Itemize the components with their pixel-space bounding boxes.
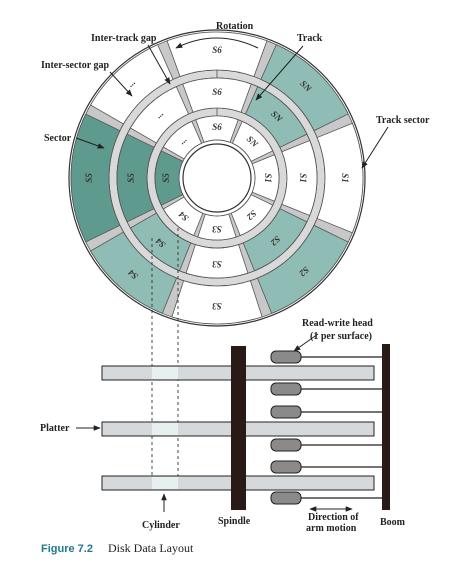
sector-outer-6 bbox=[70, 113, 121, 243]
sector-middle-1 bbox=[244, 86, 308, 148]
side-view bbox=[101, 228, 390, 510]
track-sector-arrow bbox=[361, 126, 389, 169]
disk-platter-top-view bbox=[68, 29, 366, 327]
inter-track-gap-label: Inter-track gap bbox=[91, 33, 157, 44]
figure-title: Disk Data Layout bbox=[108, 541, 194, 555]
sector-inner-0 bbox=[195, 115, 239, 143]
rotation-arrow bbox=[175, 37, 259, 49]
read-write-head-3 bbox=[270, 405, 302, 419]
sector-inner-4 bbox=[197, 213, 237, 241]
read-write-head-arrow bbox=[293, 333, 319, 352]
sector-inner-1 bbox=[231, 120, 274, 162]
read-write-head-2 bbox=[270, 382, 302, 396]
ellipsis-outer: ... bbox=[126, 77, 138, 89]
track-arrow bbox=[255, 45, 304, 101]
sector-inner-2 bbox=[251, 154, 280, 202]
boom-bar bbox=[382, 344, 390, 510]
sector-outer-1 bbox=[260, 44, 349, 132]
sector-label-middle-2: S1 bbox=[298, 173, 308, 183]
track-label: Track bbox=[297, 33, 323, 44]
sector-label-outer-2: S1 bbox=[340, 173, 350, 183]
sector-outer-2 bbox=[316, 122, 364, 234]
sector-label-middle-4: S3 bbox=[212, 259, 222, 269]
sector-inner-6 bbox=[154, 150, 184, 206]
cylinder-label: Cylinder bbox=[142, 520, 180, 531]
read-write-head-label: Read-write head bbox=[302, 318, 373, 329]
sector-arrow bbox=[75, 137, 105, 149]
sector-middle-0 bbox=[182, 77, 252, 113]
read-write-head-4 bbox=[270, 438, 302, 452]
sector-outer-4 bbox=[171, 280, 263, 325]
sector-inner-3 bbox=[230, 194, 274, 237]
sector-middle-5 bbox=[129, 212, 192, 272]
sector-label-outer-6: S5 bbox=[84, 173, 94, 183]
rotation-label: Rotation bbox=[216, 21, 254, 32]
sector-label-inner-4: S3 bbox=[212, 224, 222, 234]
track-sector-label: Track sector bbox=[376, 115, 430, 126]
sector-middle-2 bbox=[281, 140, 318, 216]
sector-label-outer-4: S3 bbox=[212, 301, 222, 311]
sector-middle-6 bbox=[116, 133, 155, 223]
sector-middle-4 bbox=[185, 244, 249, 279]
sector-inner-5 bbox=[162, 196, 204, 237]
disk-hub bbox=[182, 143, 252, 213]
sector-outer-5 bbox=[90, 231, 178, 314]
inter-sector-gap-label: Inter-sector gap bbox=[41, 60, 109, 71]
sector-middle-3 bbox=[242, 208, 308, 272]
spindle-shaft bbox=[231, 346, 246, 510]
sector-label-inner-0: S6 bbox=[212, 122, 222, 132]
read-write-head-6 bbox=[270, 491, 302, 505]
boom-label: Boom bbox=[380, 517, 406, 528]
direction-label-line2: arm motion bbox=[306, 523, 357, 534]
sector-label-inner-2: S1 bbox=[263, 173, 273, 183]
sector-middle-7 bbox=[129, 86, 190, 144]
sector-label-middle-6: S5 bbox=[126, 173, 136, 183]
ellipsis-inner: ... bbox=[177, 134, 189, 146]
sector-outer-3 bbox=[256, 224, 349, 314]
figure-number: Figure 7.2 bbox=[41, 543, 93, 555]
sector-label-outer-0: S6 bbox=[212, 45, 222, 55]
read-write-head-5 bbox=[270, 460, 302, 474]
sector-outer-7 bbox=[90, 44, 174, 125]
inter-track-gap-arrow bbox=[147, 44, 171, 85]
read-write-head-1 bbox=[270, 350, 302, 364]
sector-label-middle-0: S6 bbox=[212, 87, 222, 97]
spindle-label: Spindle bbox=[218, 516, 251, 527]
platter-label: Platter bbox=[40, 423, 70, 434]
cylinder-segment-3 bbox=[152, 477, 178, 489]
sector-inner-7 bbox=[162, 120, 203, 160]
cylinder-segment-1 bbox=[152, 367, 178, 379]
sector-label-inner-6: S5 bbox=[161, 173, 171, 183]
direction-label-line1: Direction of bbox=[308, 512, 359, 523]
inter-sector-gap-arrow bbox=[109, 71, 133, 97]
read-write-head-note: (1 per surface) bbox=[310, 331, 372, 342]
cylinder-segment-2 bbox=[152, 423, 178, 435]
ellipsis-middle: ... bbox=[154, 108, 166, 120]
sector-outer-0 bbox=[166, 31, 268, 78]
sector-label: Sector bbox=[44, 133, 72, 144]
